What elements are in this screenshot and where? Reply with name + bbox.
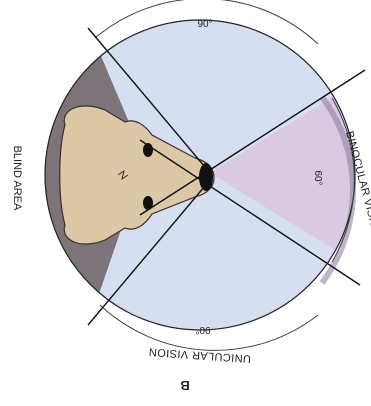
angle-bottom-label: 90° [195,324,210,335]
blind-area-label: BLIND AREA [11,146,23,211]
panel-letter: B [180,378,189,393]
unicular-vision-label: UNICULAR VISION [148,345,251,364]
angle-right-label: 60° [312,170,323,185]
angle-top-label: 90° [197,19,212,30]
